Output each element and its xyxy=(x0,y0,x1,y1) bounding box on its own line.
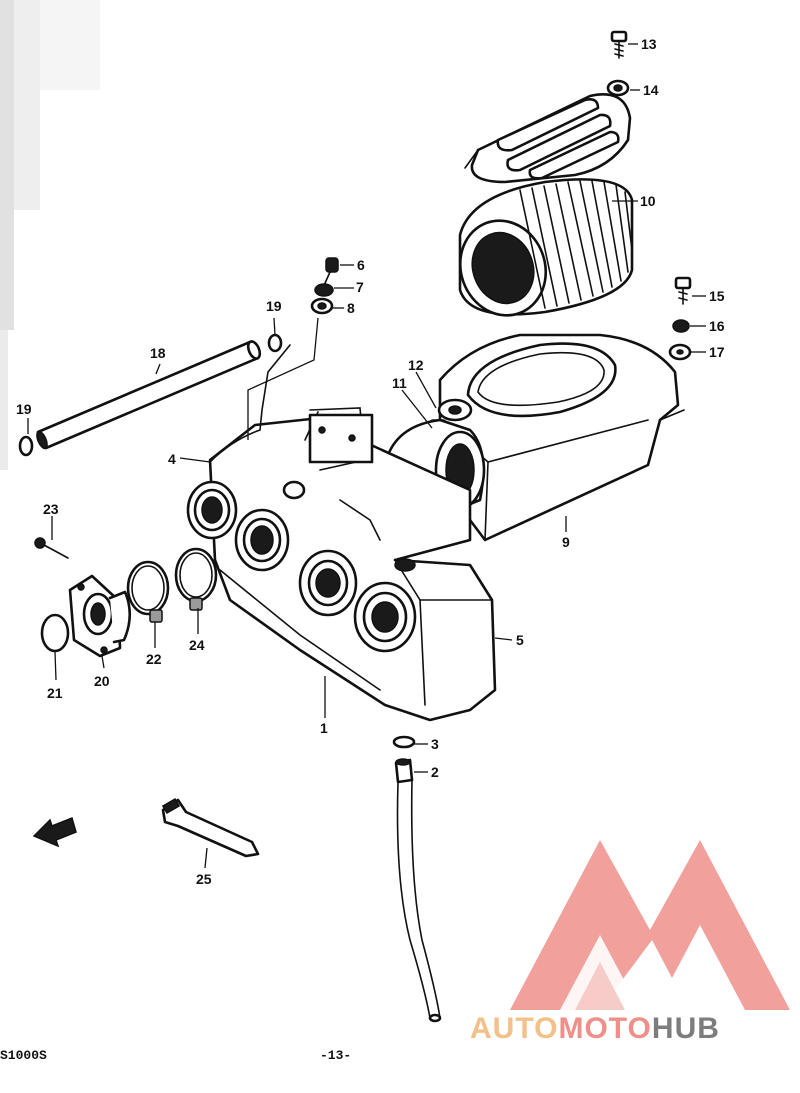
label-9: 9 xyxy=(562,534,570,550)
label-14: 14 xyxy=(643,82,659,98)
intake-port-4 xyxy=(353,581,417,653)
part-22-clamp xyxy=(126,560,170,623)
label-19-lower: 19 xyxy=(16,401,32,417)
label-7: 7 xyxy=(356,279,364,295)
part-number-labels: 13 14 10 15 16 17 6 7 8 19 18 19 12 11 4… xyxy=(16,36,725,887)
part-18-breather-tube xyxy=(36,340,262,450)
label-6: 6 xyxy=(357,257,365,273)
part-7-nut xyxy=(314,283,334,297)
leader-lines xyxy=(27,43,706,869)
label-23: 23 xyxy=(43,501,59,517)
part-15-bolt xyxy=(674,276,692,305)
label-21: 21 xyxy=(47,685,63,701)
part-25-strap xyxy=(161,798,260,858)
intake-port-3 xyxy=(298,549,358,617)
label-22: 22 xyxy=(146,651,162,667)
part-20-flange xyxy=(68,574,132,658)
label-2: 2 xyxy=(431,764,439,780)
brand-auto: AUTO xyxy=(470,1012,559,1045)
label-19-upper: 19 xyxy=(266,298,282,314)
part-10-filter-element xyxy=(458,178,634,317)
label-5: 5 xyxy=(516,632,524,648)
brand-hub: HUB xyxy=(651,1012,720,1045)
scan-noise xyxy=(0,0,100,470)
automotohub-logo-icon xyxy=(510,840,790,1010)
label-16: 16 xyxy=(709,318,725,334)
intake-port-2 xyxy=(234,508,290,572)
watermark-brand-text: AUTOMOTOHUB xyxy=(470,1012,720,1046)
label-20: 20 xyxy=(94,673,110,689)
part-2-drain-tube xyxy=(394,758,442,1023)
part-24-clamp xyxy=(174,547,218,611)
part-23-bolt xyxy=(34,537,69,559)
part-9-air-cleaner-case xyxy=(438,333,685,542)
part-16-nut xyxy=(672,319,690,333)
label-25: 25 xyxy=(196,871,212,887)
label-12: 12 xyxy=(408,357,424,373)
label-18: 18 xyxy=(150,345,166,361)
part-17-washer xyxy=(668,343,692,361)
label-8: 8 xyxy=(347,300,355,316)
label-15: 15 xyxy=(709,288,725,304)
label-3: 3 xyxy=(431,736,439,752)
brand-moto: MOTO xyxy=(558,1012,652,1045)
label-24: 24 xyxy=(189,637,205,653)
front-direction-arrow-icon xyxy=(32,816,77,848)
part-21-o-ring xyxy=(40,613,70,653)
label-10: 10 xyxy=(640,193,656,209)
label-1: 1 xyxy=(320,720,328,736)
part-14-washer xyxy=(606,79,630,97)
part-13-screw xyxy=(610,30,628,59)
label-17: 17 xyxy=(709,344,725,360)
intake-port-1 xyxy=(186,480,238,540)
part-8-washer xyxy=(310,297,334,315)
filter-cover-plate xyxy=(464,93,632,184)
label-11: 11 xyxy=(392,375,407,391)
label-4: 4 xyxy=(168,451,176,467)
part-3-ring xyxy=(392,735,416,749)
part-4-hose xyxy=(209,344,291,463)
footer-model-code: S1000S xyxy=(0,1048,47,1063)
part-19-clip xyxy=(18,333,283,457)
footer-page-number: -13- xyxy=(320,1048,352,1063)
label-13: 13 xyxy=(641,36,657,52)
